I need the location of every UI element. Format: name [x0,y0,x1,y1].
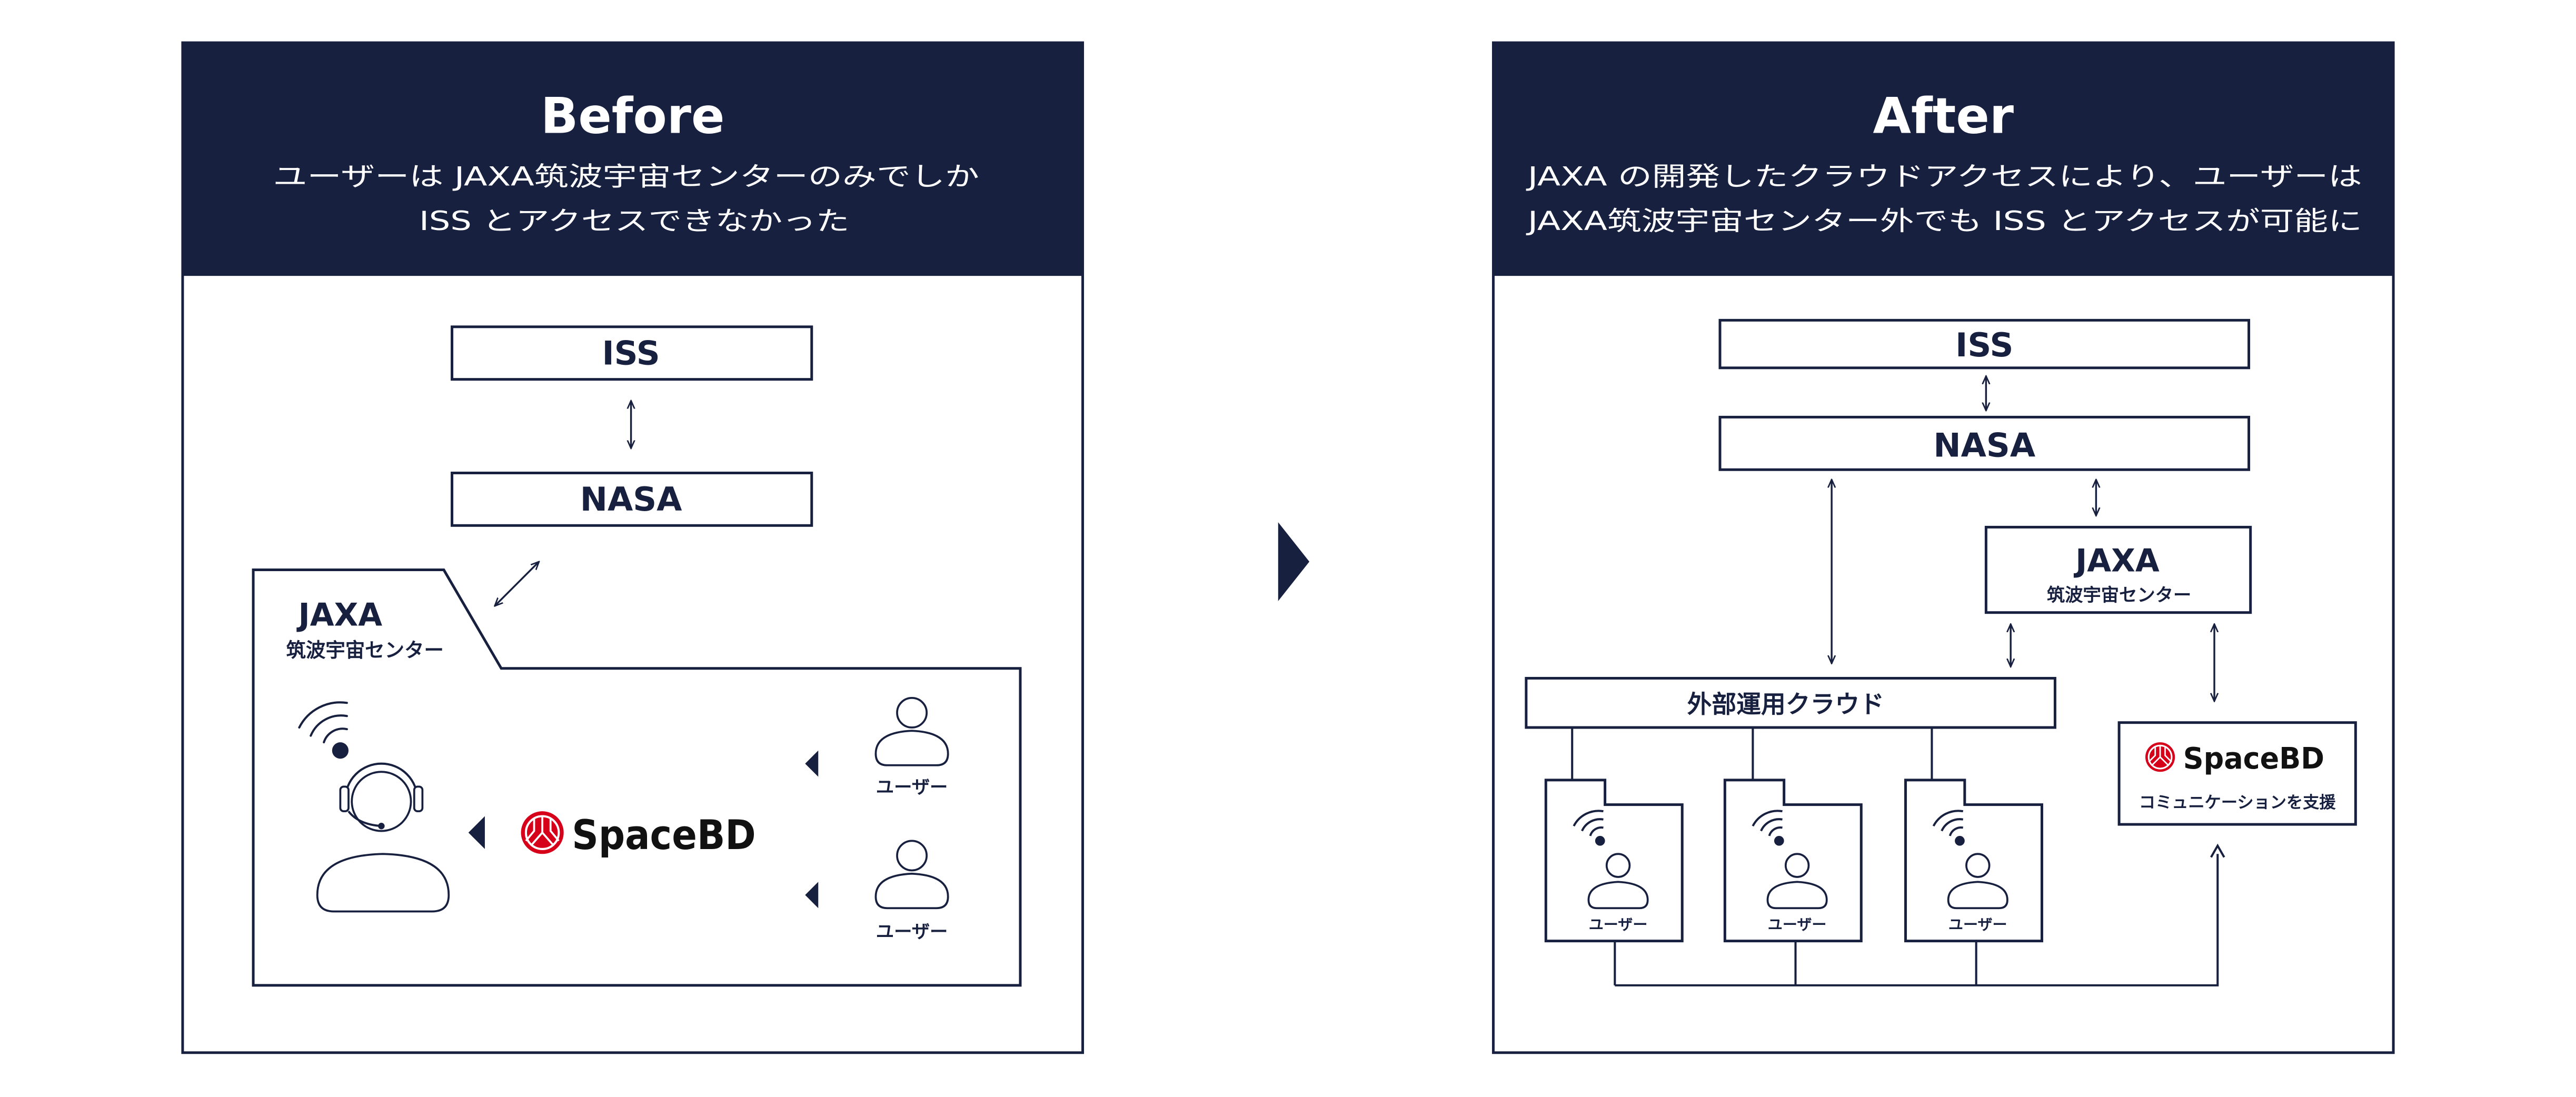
after-title: After [1873,88,2014,145]
spacebd-logo: SpaceBD [521,811,756,859]
before-header [182,43,1083,276]
user-spacebd-connector [1614,854,2219,986]
before-subtitle-line1: ユーザーは JAXA筑波宇宙センターのみでしか [273,162,979,192]
wifi-icon [298,701,349,759]
after-header [1493,43,2394,276]
arrow-up-icon [2210,843,2225,858]
after-subtitle-line2: JAXA筑波宇宙センター外でも ISS とアクセスが可能に [1526,206,2362,236]
after-subtitle-line1: JAXA の開発したクラウドアクセスにより、ユーザーは [1526,162,2362,192]
operator-headset-icon [316,762,450,913]
user-folder: ユーザー [1723,779,1863,943]
spacebd-support-box [2117,721,2357,826]
spacebd-logo: SpaceBD [2145,742,2324,776]
user-folder: ユーザー [1544,779,1684,943]
spacebd-logo-text: SpaceBD [572,812,755,859]
after-jaxa-box [1984,525,2252,614]
before-title: Before [541,88,724,145]
before-nasa-box [451,471,813,527]
wifi-icon [1573,810,1605,846]
after-nasa-label: NASA [1933,426,2035,464]
after-jaxa-label: JAXA [2073,543,2160,579]
arrow-left-icon [468,816,485,849]
before-panel: Before ユーザーは JAXA筑波宇宙センターのみでしか ISS とアクセス… [181,41,1085,1054]
after-jaxa-sub-label: 筑波宇宙センター [2047,585,2191,606]
before-iss-box [451,325,813,381]
spacebd-logo-text: SpaceBD [2183,742,2324,776]
before-iss-label: ISS [602,334,660,373]
after-iss-label: ISS [1955,326,2013,364]
support-label: コミュニケーションを支援 [2139,793,2336,812]
user-label: ユーザー [1948,916,2007,933]
user-folder: ユーザー [1904,779,2043,943]
user-icon [874,697,949,766]
wifi-icon [1932,810,1965,846]
cloud-box [1525,676,2056,729]
transition-arrow-icon [1278,522,1310,601]
user-icon [874,840,949,910]
user-label: ユーザー [1589,916,1648,933]
after-panel: After JAXA の開発したクラウドアクセスにより、ユーザーは JAXA筑波… [1491,41,2395,1054]
user-icon [1587,853,1649,910]
before-jaxa-sub-label: 筑波宇宙センター [286,639,443,662]
after-nasa-box [1718,415,2251,471]
wifi-icon [1752,810,1784,846]
after-iss-box [1718,318,2251,370]
user-icon [1947,853,2008,910]
before-subtitle-line2: ISS とアクセスできなかった [419,206,849,236]
arrow-left-icon [805,750,819,777]
before-jaxa-label: JAXA [296,597,383,633]
user-label: ユーザー [1768,916,1827,933]
arrow-left-icon [805,882,819,909]
user-label: ユーザー [876,777,948,798]
cloud-label: 外部運用クラウド [1687,691,1884,719]
cloud-user-connectors [1571,727,1933,780]
user-icon [1766,853,1828,910]
nasa-jaxa-arrow [495,562,539,606]
user-label: ユーザー [876,921,948,942]
before-nasa-label: NASA [580,480,682,518]
